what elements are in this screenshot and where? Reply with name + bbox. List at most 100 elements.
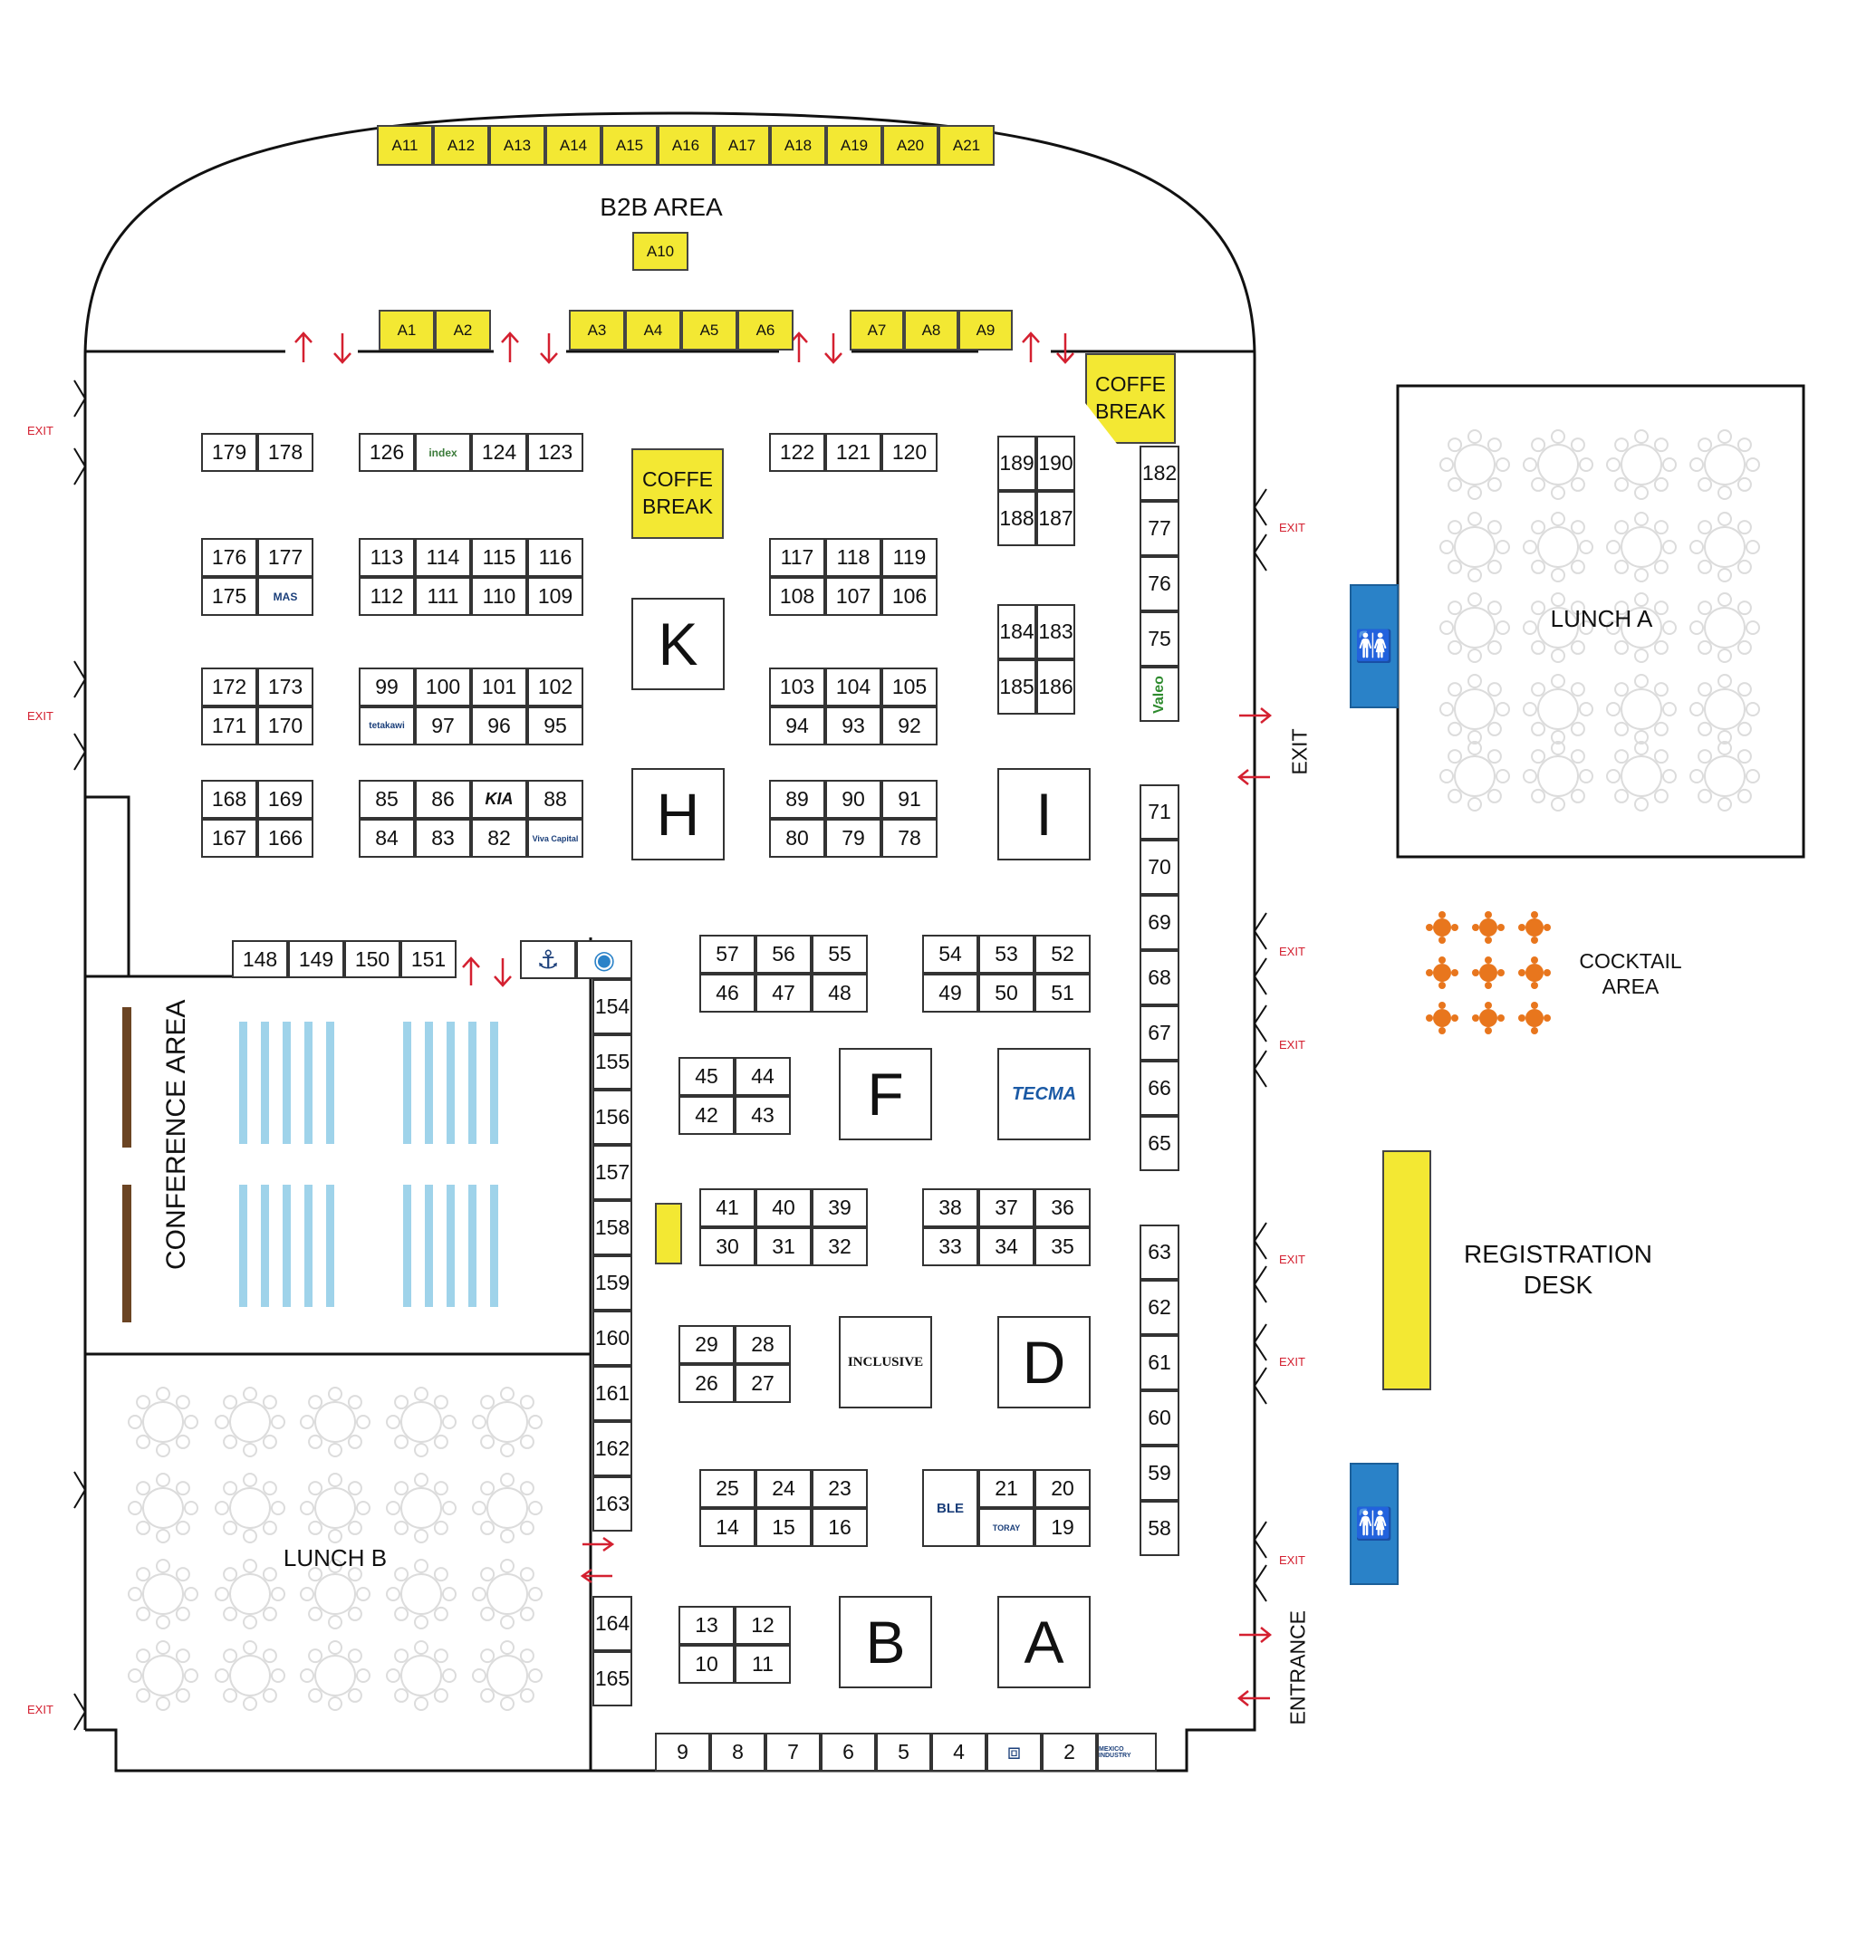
booth-118[interactable]: 118 — [825, 538, 881, 577]
booth-63[interactable]: 63 — [1140, 1225, 1179, 1280]
booth-44[interactable]: 44 — [735, 1057, 791, 1096]
booth-24[interactable]: 24 — [755, 1469, 812, 1508]
booth-107[interactable]: 107 — [825, 577, 881, 616]
booth-161[interactable]: 161 — [592, 1366, 632, 1421]
booth-28[interactable]: 28 — [735, 1325, 791, 1364]
booth-32[interactable]: 32 — [812, 1227, 868, 1266]
booth-104[interactable]: 104 — [825, 668, 881, 706]
pavilion-b[interactable]: B — [839, 1596, 932, 1688]
booth-a8[interactable]: A8 — [904, 310, 958, 351]
booth-167[interactable]: 167 — [201, 819, 257, 858]
booth-46[interactable]: 46 — [699, 974, 755, 1013]
booth-103[interactable]: 103 — [769, 668, 825, 706]
booth-75[interactable]: 75 — [1140, 611, 1179, 667]
booth-27[interactable]: 27 — [735, 1364, 791, 1403]
booth-124[interactable]: 124 — [471, 433, 527, 472]
booth-a13[interactable]: A13 — [489, 125, 545, 166]
booth-57[interactable]: 57 — [699, 935, 755, 974]
booth-a18[interactable]: A18 — [770, 125, 826, 166]
booth-26[interactable]: 26 — [678, 1364, 735, 1403]
booth-185[interactable]: 185 — [997, 659, 1036, 715]
booth-71[interactable]: 71 — [1140, 784, 1179, 840]
booth-114[interactable]: 114 — [415, 538, 471, 577]
booth-105[interactable]: 105 — [881, 668, 938, 706]
booth-49[interactable]: 49 — [922, 974, 978, 1013]
booth-index-logo[interactable]: index — [415, 433, 471, 472]
booth-8[interactable]: 8 — [710, 1733, 765, 1772]
booth-51[interactable]: 51 — [1034, 974, 1091, 1013]
booth-30[interactable]: 30 — [699, 1227, 755, 1266]
booth-a1[interactable]: A1 — [379, 310, 435, 351]
booth-39[interactable]: 39 — [812, 1188, 868, 1227]
booth-158[interactable]: 158 — [592, 1200, 632, 1255]
booth-25[interactable]: 25 — [699, 1469, 755, 1508]
booth-168[interactable]: 168 — [201, 780, 257, 819]
booth-101[interactable]: 101 — [471, 668, 527, 706]
booth-148[interactable]: 148 — [232, 940, 288, 978]
booth-6[interactable]: 6 — [821, 1733, 876, 1772]
booth-154[interactable]: 154 — [592, 979, 632, 1034]
booth-117[interactable]: 117 — [769, 538, 825, 577]
booth-55[interactable]: 55 — [812, 935, 868, 974]
booth-a21[interactable]: A21 — [938, 125, 995, 166]
booth-113[interactable]: 113 — [359, 538, 415, 577]
booth-41[interactable]: 41 — [699, 1188, 755, 1227]
booth-2[interactable]: 2 — [1042, 1733, 1097, 1772]
booth-183[interactable]: 183 — [1036, 604, 1075, 659]
booth-a19[interactable]: A19 — [826, 125, 882, 166]
booth-43[interactable]: 43 — [735, 1096, 791, 1135]
booth-173[interactable]: 173 — [257, 668, 313, 706]
booth-170[interactable]: 170 — [257, 706, 313, 745]
restroom-top[interactable]: 🚻 — [1350, 584, 1399, 708]
booth-a20[interactable]: A20 — [882, 125, 938, 166]
booth-119[interactable]: 119 — [881, 538, 938, 577]
pavilion-h[interactable]: H — [631, 768, 725, 860]
booth-115[interactable]: 115 — [471, 538, 527, 577]
booth-91[interactable]: 91 — [881, 780, 938, 819]
booth-120[interactable]: 120 — [881, 433, 938, 472]
booth-16[interactable]: 16 — [812, 1508, 868, 1547]
booth-171[interactable]: 171 — [201, 706, 257, 745]
booth-ble-logo[interactable]: BLE — [922, 1469, 978, 1547]
booth-86[interactable]: 86 — [415, 780, 471, 819]
booth-mexico-logo[interactable]: MEXICO INDUSTRY — [1097, 1733, 1157, 1772]
booth-184[interactable]: 184 — [997, 604, 1036, 659]
booth-53[interactable]: 53 — [978, 935, 1034, 974]
booth-172[interactable]: 172 — [201, 668, 257, 706]
booth-84[interactable]: 84 — [359, 819, 415, 858]
booth-anchor-logo[interactable]: ⚓ — [520, 940, 576, 979]
booth-kia-logo[interactable]: KIA — [471, 780, 527, 819]
booth-188[interactable]: 188 — [997, 491, 1036, 546]
booth-160[interactable]: 160 — [592, 1311, 632, 1366]
booth-9[interactable]: 9 — [655, 1733, 710, 1772]
booth-56[interactable]: 56 — [755, 935, 812, 974]
booth-a12[interactable]: A12 — [433, 125, 489, 166]
booth-80[interactable]: 80 — [769, 819, 825, 858]
booth-35[interactable]: 35 — [1034, 1227, 1091, 1266]
booth-a5[interactable]: A5 — [681, 310, 737, 351]
booth-a10[interactable]: A10 — [632, 232, 688, 271]
pavilion-f[interactable]: F — [839, 1048, 932, 1140]
booth-45[interactable]: 45 — [678, 1057, 735, 1096]
booth-78[interactable]: 78 — [881, 819, 938, 858]
booth-60[interactable]: 60 — [1140, 1390, 1179, 1446]
booth-151[interactable]: 151 — [400, 940, 457, 978]
booth-112[interactable]: 112 — [359, 577, 415, 616]
booth-a4[interactable]: A4 — [625, 310, 681, 351]
booth-182[interactable]: 182 — [1140, 446, 1179, 501]
tecma-pavilion[interactable]: TECMA — [997, 1048, 1091, 1140]
booth-190[interactable]: 190 — [1036, 436, 1075, 491]
booth-a7[interactable]: A7 — [850, 310, 904, 351]
booth-a16[interactable]: A16 — [658, 125, 714, 166]
booth-7[interactable]: 7 — [765, 1733, 821, 1772]
booth-5[interactable]: 5 — [876, 1733, 931, 1772]
booth-77[interactable]: 77 — [1140, 501, 1179, 556]
booth-38[interactable]: 38 — [922, 1188, 978, 1227]
booth-toray-logo[interactable]: TORAY — [978, 1508, 1034, 1547]
booth-36[interactable]: 36 — [1034, 1188, 1091, 1227]
booth-a3[interactable]: A3 — [569, 310, 625, 351]
booth-156[interactable]: 156 — [592, 1090, 632, 1145]
booth-viva-logo[interactable]: Viva Capital — [527, 819, 583, 858]
booth-179[interactable]: 179 — [201, 433, 257, 472]
booth-178[interactable]: 178 — [257, 433, 313, 472]
